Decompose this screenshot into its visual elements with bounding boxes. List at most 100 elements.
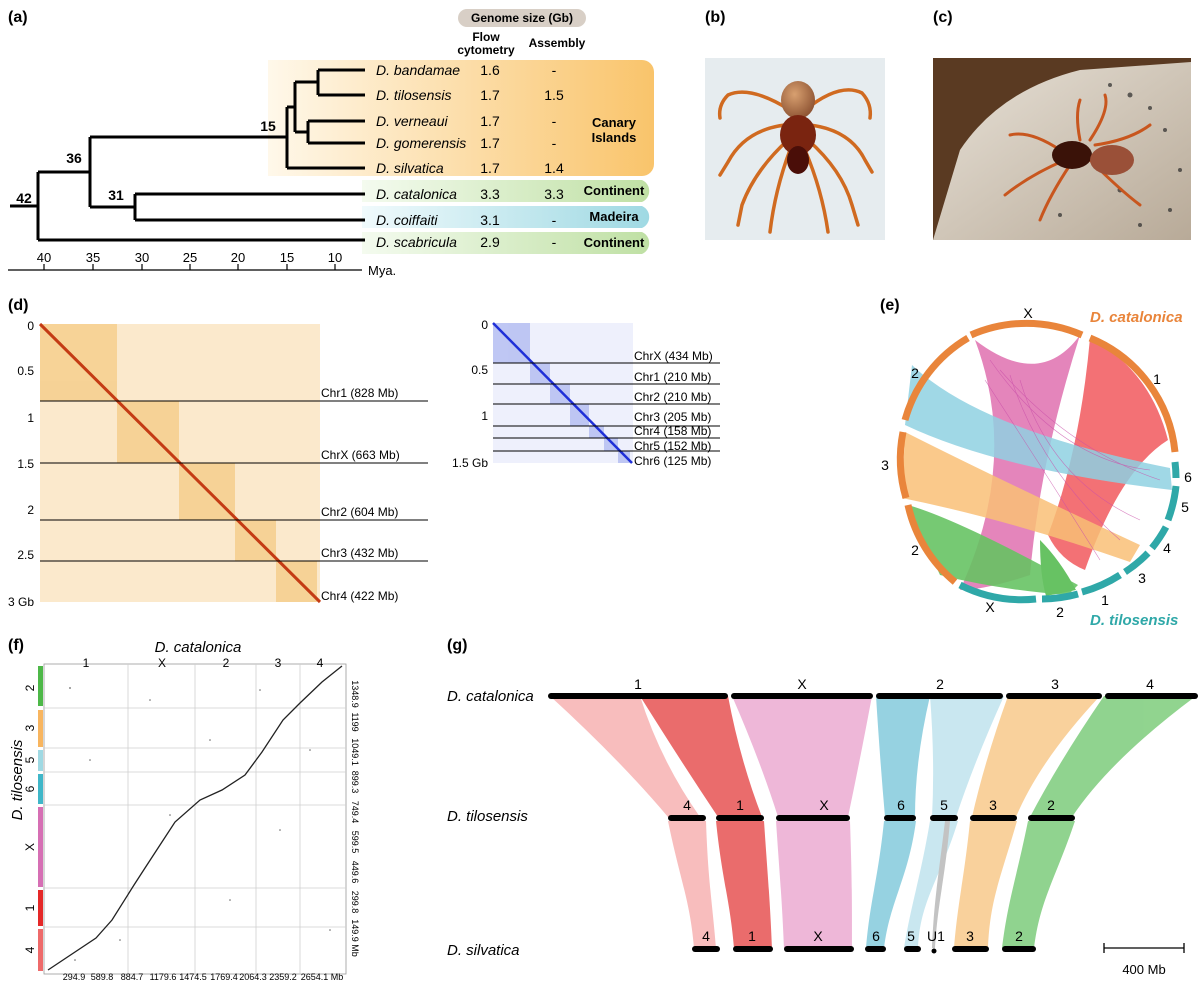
panel-f-dotplot: D. catalonica D. tilosensis 2 3 5 6 X 1: [9, 639, 360, 982]
x-chrom-label: 4: [317, 656, 324, 670]
assembly-value: 3.3: [544, 186, 564, 202]
synteny-top-chrom-labels: 1 X 2 3 4: [634, 676, 1154, 692]
synteny-species: D. catalonica: [447, 688, 534, 705]
x-chrom-label: 3: [275, 656, 282, 670]
tick-label: 0: [481, 318, 488, 332]
genome-size-title: Genome size (Gb): [471, 11, 573, 25]
y-chrom-label: 1: [23, 904, 37, 911]
canary-region-bar: [268, 60, 654, 176]
y-chrom-label: 3: [23, 724, 37, 731]
y-tick-label: 1348.9: [350, 680, 360, 708]
synteny-species-labels: D. catalonica D. tilosensis D. silvatica…: [447, 688, 534, 825]
circos-label: X: [1023, 305, 1033, 321]
hic-diagonal: [492, 322, 633, 464]
continent-region-bar-1: [362, 180, 650, 202]
chrom-label: 5: [940, 797, 948, 813]
y-tick-label: 299.8: [350, 891, 360, 914]
chrom-label: X: [797, 676, 807, 692]
assembly-value: -: [552, 234, 557, 250]
x-chrom-label: X: [158, 656, 166, 670]
tick-label: 0.5: [471, 363, 488, 377]
y-chrom-label: 5: [23, 756, 37, 763]
x-tick-label: 1769.4: [210, 972, 238, 982]
chrom-label: 2: [936, 676, 944, 692]
hic-right-yticks: 0 0.5 1 1.5 Gb: [452, 318, 488, 470]
x-tick-label: 1179.6: [150, 972, 177, 982]
tick-label: 3 Gb: [8, 595, 34, 609]
circos-chrom-labels: X 1 3 2 2 X 2 1 3 4 5 6: [881, 305, 1192, 620]
tick-label: 2.5: [17, 548, 34, 562]
region-continent-1: Continent: [584, 183, 645, 198]
dotplot-x-title: D. catalonica: [155, 639, 242, 656]
synteny-track-catalonica: [548, 693, 1198, 699]
x-tick-label: 2064.3: [239, 972, 267, 982]
chrom-label: U1: [927, 928, 945, 944]
species-name: D. verneaui: [376, 113, 448, 129]
synteny-ribbons-upper: [550, 696, 1196, 817]
madeira-region-bar: [362, 206, 650, 228]
panel-label-c: (c): [933, 9, 953, 26]
panel-e-circos: D. catalonica D. tilosensis: [881, 305, 1192, 629]
chrom-label: X: [813, 928, 823, 944]
chrom-label: Chr3 (432 Mb): [321, 546, 398, 560]
chrom-label: Chr1 (210 Mb): [634, 370, 711, 384]
col-flow-line2: cytometry: [457, 43, 515, 57]
chrom-label: 1: [736, 797, 744, 813]
flow-value: 1.7: [480, 135, 500, 151]
species-name: D. tilosensis: [376, 87, 451, 103]
y-chrom-label: X: [23, 843, 37, 851]
circos-label: 6: [1184, 469, 1192, 485]
dotplot-x-chrom-labels: 1 X 2 3 4: [83, 656, 324, 670]
chrom-label: 3: [989, 797, 997, 813]
hic-right-chrom-labels: ChrX (434 Mb) Chr1 (210 Mb) Chr2 (210 Mb…: [634, 349, 713, 468]
assembly-value: -: [552, 135, 557, 151]
chrom-label: Chr4 (422 Mb): [321, 589, 398, 603]
node-age-36: 36: [66, 150, 82, 166]
hic-right-dividers: [493, 362, 720, 452]
tick-label: 1: [27, 411, 34, 425]
x-tick-label: 294.9: [63, 972, 86, 982]
axis-tick-label: 25: [183, 250, 197, 265]
hic-chrom-dividers: [40, 400, 428, 562]
species-name: D. catalonica: [376, 186, 457, 202]
species-name: D. gomerensis: [376, 135, 466, 151]
axis-tick-label: 15: [280, 250, 294, 265]
chrom-label: X: [819, 797, 829, 813]
chrom-label: Chr1 (828 Mb): [321, 386, 398, 400]
chrom-label: Chr2 (210 Mb): [634, 390, 711, 404]
synteny-bottom-chrom-labels: 4 1 X 6 5 U1 3 2: [702, 928, 1023, 944]
tick-label: 1: [481, 409, 488, 423]
assembly-value: -: [552, 212, 557, 228]
synteny-track-silvatica-bars: [692, 946, 1036, 954]
y-tick-label: 1199: [350, 712, 360, 731]
species-name: D. bandamae: [376, 62, 460, 78]
time-axis-labels: 40 35 30 25 20 15 10: [37, 250, 342, 265]
dotplot-y-ticks: 1348.9 1199 1049.1 899.3 749.4 599.5 449…: [350, 680, 360, 957]
chrom-label: Chr2 (604 Mb): [321, 505, 398, 519]
synteny-species-silvatica-row: D. silvatica: [447, 942, 520, 959]
chrom-label: 4: [702, 928, 710, 944]
axis-tick-label: 40: [37, 250, 51, 265]
continent-region-bar-2: [362, 232, 650, 254]
dotplot-grid: [44, 664, 346, 974]
panel-label-b: (b): [705, 9, 725, 26]
dotplot-scatter: [69, 687, 331, 961]
col-assembly: Assembly: [529, 36, 586, 50]
chrom-label: Chr3 (205 Mb): [634, 410, 711, 424]
tick-label: 1.5 Gb: [452, 456, 488, 470]
chrom-label: 4: [683, 797, 691, 813]
panel-a-phylogeny: Genome size (Gb) Flow cytometry Assembly…: [8, 9, 654, 278]
chrom-label: 2: [1047, 797, 1055, 813]
x-chrom-label: 2: [223, 656, 230, 670]
synteny-track-tilosensis: [668, 815, 1075, 821]
circos-label: 2: [1056, 604, 1064, 620]
node-age-42: 42: [16, 190, 32, 206]
y-tick-label: 749.4: [350, 801, 360, 824]
assembly-value: 1.4: [544, 160, 564, 176]
node-age-15: 15: [260, 118, 276, 134]
tick-label: 0: [27, 319, 34, 333]
scale-bar-label: 400 Mb: [1122, 962, 1165, 977]
chrom-label: 4: [1146, 676, 1154, 692]
